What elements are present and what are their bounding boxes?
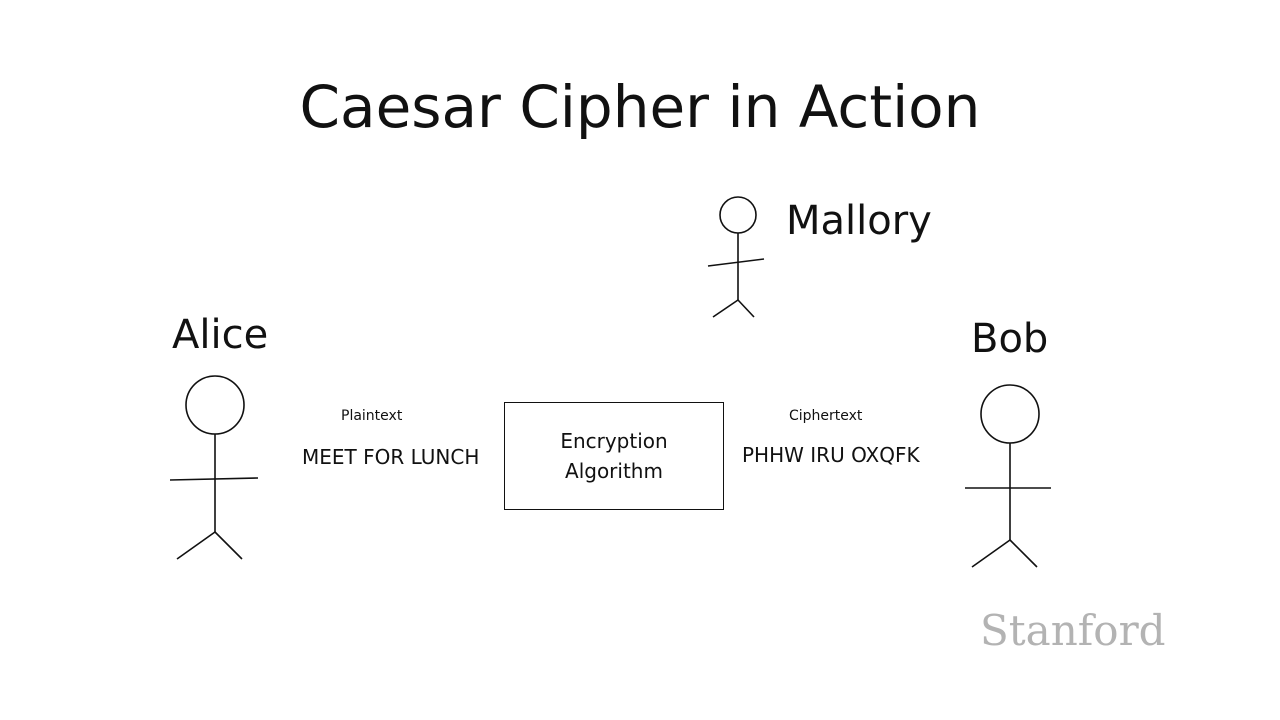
encryption-box-line-1: Encryption <box>560 429 668 453</box>
encryption-box-line-2: Algorithm <box>565 459 663 483</box>
alice-stick-figure-icon <box>169 375 259 560</box>
ciphertext-message: PHHW IRU OXQFK <box>742 443 920 467</box>
ciphertext-label: Ciphertext <box>789 408 863 424</box>
encryption-algorithm-box: Encryption Algorithm <box>504 402 724 510</box>
alice-label: Alice <box>172 312 269 358</box>
mallory-label: Mallory <box>786 198 932 244</box>
slide-title: Caesar Cipher in Action <box>299 73 981 141</box>
mallory-stick-figure-icon <box>707 196 765 318</box>
plaintext-message: MEET FOR LUNCH <box>302 445 480 469</box>
plaintext-label: Plaintext <box>341 408 403 424</box>
bob-label: Bob <box>971 316 1049 362</box>
stanford-logo: Stanford <box>980 606 1166 655</box>
bob-stick-figure-icon <box>965 384 1051 568</box>
